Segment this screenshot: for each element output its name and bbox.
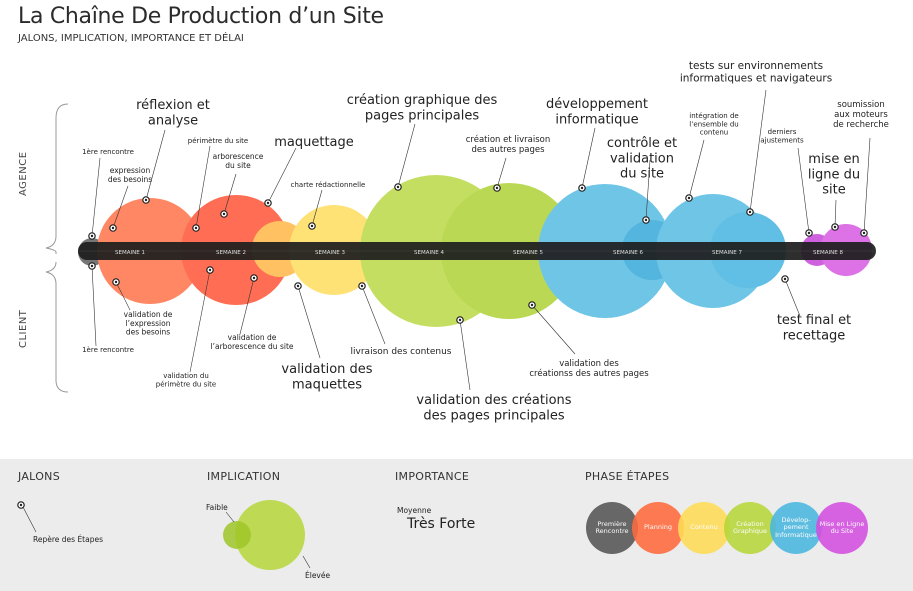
legend-importance-heading: IMPORTANCE [395,470,470,483]
milestone-dots [88,183,868,324]
week-label-1: SEMAINE 1 [115,250,145,256]
phase-legend-label: Planning [644,523,672,532]
timeline-diagram: SEMAINE 1 SEMAINE 2 SEMAINE 3 SEMAINE 4 … [45,60,889,423]
week-label-2: SEMAINE 2 [216,250,246,256]
legend-jalons-heading: JALONS [18,470,60,483]
phase-legend-label: Première Rencontre [595,519,629,535]
legend-phases-heading: PHASE ÉTAPES [585,470,670,483]
legend-importance-strong: Très Forte [407,516,476,532]
phase-legend-item: Première Rencontre [586,502,638,554]
week-label-7: SEMAINE 7 [712,250,742,256]
phase-legend-item: Création Graphique [724,502,776,554]
label-perimetre: périmètre du site [188,137,248,145]
phase-legend-label: Création Graphique [733,519,767,535]
legend-implication-high: Élevée [305,571,331,580]
week-label-6: SEMAINE 6 [613,250,643,256]
legend-implication-heading: IMPLICATION [207,470,281,483]
client-bracket [45,261,69,393]
agency-bracket [45,103,69,254]
week-label-3: SEMAINE 3 [315,250,345,256]
week-label-5: SEMAINE 5 [513,250,543,256]
week-label-4: SEMAINE 4 [414,250,444,256]
leader-lines [91,89,871,391]
implication-circles [223,500,311,570]
phase-legend-label: Mise en Ligne du Site [819,519,865,535]
week-label-8: SEMAINE 8 [813,250,843,256]
legend-implication-low: Faible [206,503,228,512]
jalon-marker-icon [17,501,37,533]
label-first-meeting-client: 1ère rencontre [82,346,134,354]
phase-legend-label: Contenu [690,523,718,532]
phase-legend-item: Mise en Ligne du Site [816,502,868,554]
label-first-meeting-agency: 1ère rencontre [82,148,134,156]
label-maquettage: maquettage [274,135,354,150]
legend-jalons-label: Repère des Étapes [33,535,104,544]
label-livraison-contenus: livraison des contenus [351,347,452,357]
phase-legend-item: Contenu [678,502,730,554]
page-subtitle: JALONS, IMPLICATION, IMPORTANCE ET DÉLAI [18,33,244,44]
label-charte: charte rédactionnelle [291,181,366,189]
legend-importance-medium: Moyenne [397,506,432,515]
phase-legend-label: Dévelop-pement Informatique [775,515,817,539]
phase-legend-item: Planning [632,502,684,554]
phase-legend-item: Dévelop-pement Informatique [770,502,822,554]
page-title: La Chaîne De Production d’un Site [18,4,384,29]
